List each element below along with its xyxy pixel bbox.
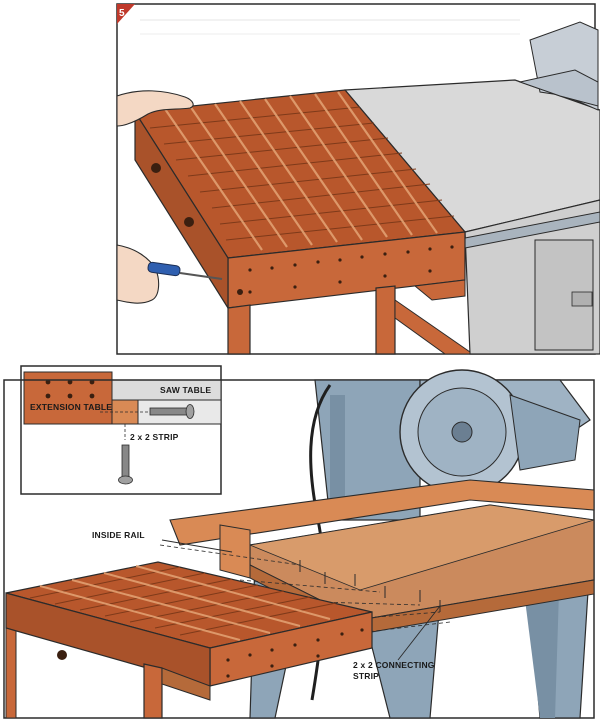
extension-leg (227, 304, 251, 355)
label-strip: 2 x 2 STRIP (130, 432, 179, 442)
saw-table-back-board (169, 479, 595, 546)
bottom-panel: INSIDE RAIL 2 x 2 CONNECTING STRIP (3, 369, 595, 719)
screwdriver-icon (147, 261, 223, 280)
label-connecting-strip-2: STRIP (353, 671, 379, 681)
label-inside-rail: INSIDE RAIL (92, 530, 145, 540)
extension-grid (149, 106, 455, 241)
bolt-hole (57, 650, 67, 660)
step-number: 5 (119, 8, 125, 19)
extension-leg (375, 285, 396, 355)
hand-icon (116, 90, 194, 127)
detail-inset: SAW TABLE EXTENSION TABLE 2 x 2 STRIP (20, 365, 222, 495)
extension-leg (5, 627, 17, 719)
step-badge (117, 4, 135, 24)
screw-icon (118, 444, 133, 485)
apron-holes (248, 245, 454, 294)
extension-leg (143, 663, 163, 719)
top-panel: 5 (116, 3, 600, 355)
hand-icon (116, 244, 160, 304)
bolt-hole (151, 163, 161, 173)
leader-connecting-strip (397, 605, 441, 661)
inside-rail (219, 524, 251, 579)
bolt-hole (184, 217, 194, 227)
screw-icon (149, 404, 195, 419)
label-connecting-strip-1: 2 x 2 CONNECTING (353, 660, 435, 670)
leader-inside-rail (161, 539, 233, 553)
label-extension-table: EXTENSION TABLE (30, 402, 112, 412)
label-saw-table: SAW TABLE (160, 385, 211, 395)
